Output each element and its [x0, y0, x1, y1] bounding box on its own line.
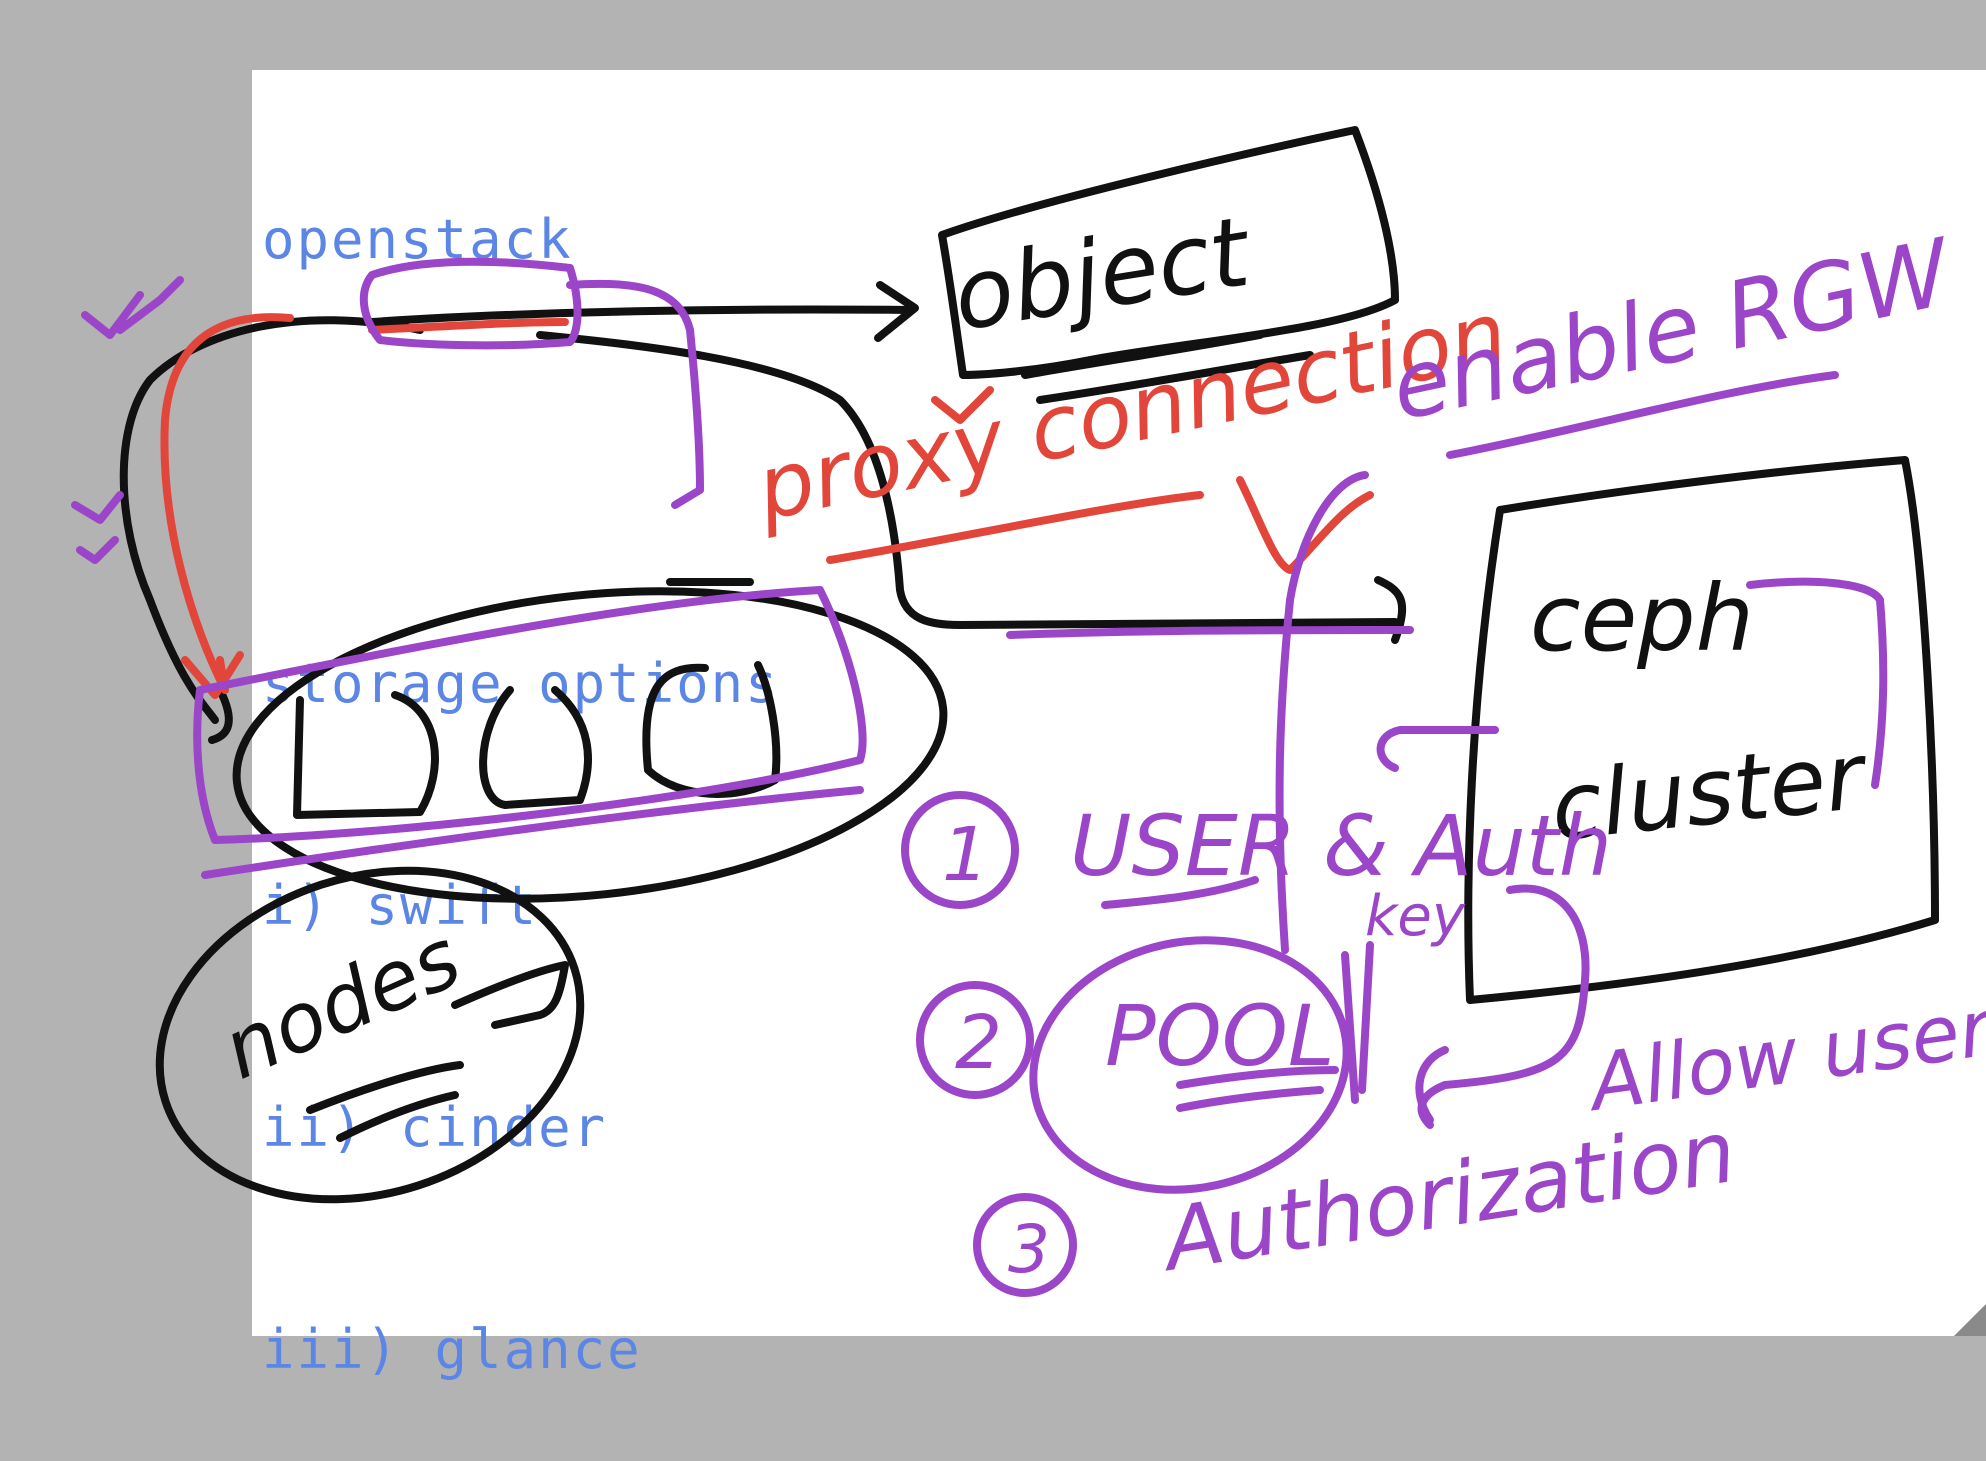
pool-highlight [193, 586, 867, 844]
step-1-label: 1 [942, 812, 989, 898]
swift-link-head [181, 651, 244, 699]
page-corner-fold [1954, 1304, 1986, 1336]
nodes-link [208, 686, 233, 744]
ink-layer: object ceph cluster nodes proxy connecti… [71, 126, 1986, 1297]
object-underline-2 [1036, 351, 1314, 404]
ceph-box [1464, 456, 1939, 1004]
options-bracket [566, 279, 704, 509]
swift-arrow [368, 305, 914, 326]
loop-outline [119, 316, 1399, 724]
user-auth-label: USER & Auth [1070, 797, 1612, 895]
step-3-label: 3 [1008, 1211, 1050, 1288]
object-underline [1021, 331, 1264, 379]
option-cinder: ii) cinder [262, 1096, 608, 1159]
osd-disk-2 [479, 686, 592, 809]
step-2-label: 2 [955, 1000, 1002, 1086]
nodes-ellipse [155, 866, 585, 1204]
authorization-label: Authorization [1153, 1102, 1743, 1292]
pool-separator [1341, 941, 1374, 1104]
osd-disk-3 [642, 661, 781, 798]
ceph-return-arrow [1376, 726, 1499, 772]
nodes-arrow [451, 961, 569, 1029]
pool-underline [1176, 1066, 1339, 1112]
ceph-bracket [1746, 577, 1888, 789]
step-2-circle [916, 981, 1034, 1099]
proxy-underline [826, 491, 1204, 564]
nodes-underline-2 [336, 1091, 459, 1142]
pool-step-ellipse [1029, 936, 1351, 1194]
allow-user-bracket [1417, 884, 1590, 1129]
auth-to-ceph-line [1275, 471, 1369, 954]
pool-underline-stroke [201, 786, 864, 879]
proxy-check [931, 386, 994, 424]
key-label: key [1365, 884, 1466, 949]
ceph-label: ceph [1530, 565, 1754, 672]
checkmarks-left [71, 276, 184, 564]
step-1-circle [901, 791, 1019, 909]
enable-rgw-underline [1446, 371, 1839, 459]
nodes-underline [306, 1061, 464, 1114]
allow-user-label: Allow user [1580, 983, 1986, 1130]
step-3-circle [973, 1193, 1077, 1297]
proxy-tick [1236, 476, 1374, 574]
allow-user-mark [1415, 1046, 1449, 1124]
osd-disk-1 [293, 691, 439, 819]
swift-to-pool-link [160, 313, 569, 694]
object-box [938, 126, 1399, 379]
user-underline [1101, 876, 1259, 909]
pool-to-ceph-arrow [1006, 626, 1414, 639]
pool-ellipse [232, 587, 948, 903]
swift-arrow-head [874, 281, 919, 342]
swift-highlight-box [359, 257, 582, 350]
whiteboard-canvas[interactable] [252, 70, 1986, 1336]
